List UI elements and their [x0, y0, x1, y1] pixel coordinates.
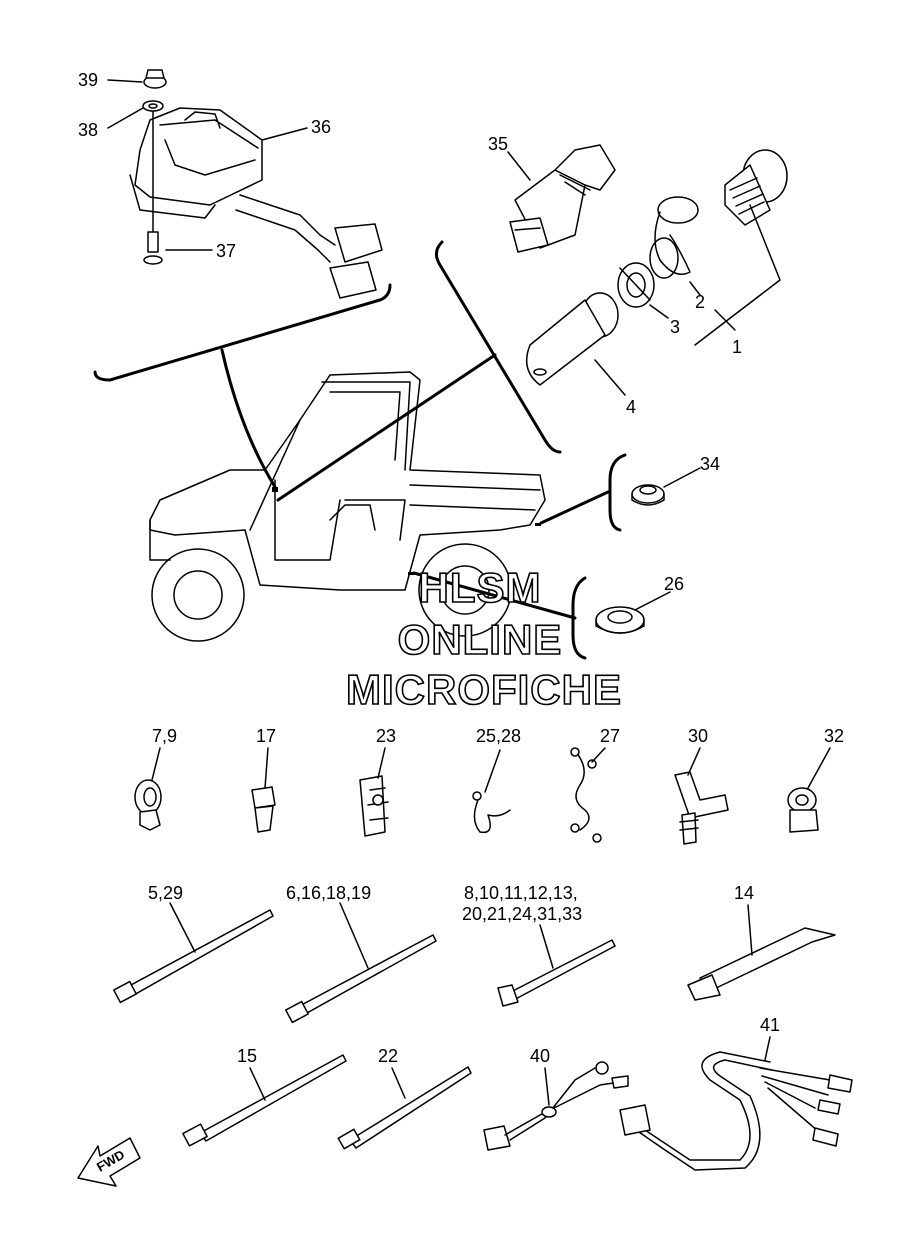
callout-25-28: 25,28	[476, 726, 521, 746]
callout-40: 40	[530, 1046, 550, 1066]
callout-1: 1	[732, 337, 742, 357]
callout-27: 27	[600, 726, 620, 746]
link-26	[412, 571, 577, 620]
part-3-nut	[617, 262, 655, 308]
link-35	[276, 353, 497, 502]
leader-41	[764, 1036, 771, 1061]
leader-40	[544, 1067, 550, 1106]
part-15-tie	[182, 1054, 347, 1147]
bracket-34	[608, 453, 627, 532]
leader-27	[591, 747, 606, 763]
part-8-tie	[497, 939, 616, 1007]
callout-35: 35	[488, 134, 508, 154]
leader-35	[507, 151, 531, 181]
callout-8-line1: 8,10,11,12,13,	[464, 883, 578, 903]
part-26-grommet	[595, 606, 645, 634]
part-32-clip	[787, 787, 819, 833]
bracket-26	[571, 576, 587, 660]
part-23-clip	[359, 775, 389, 837]
part-30-clip	[674, 771, 729, 845]
part-5-29-tie	[113, 909, 274, 1004]
callout-8-line2: 20,21,24,31,33	[462, 904, 582, 924]
watermark-line2: ONLINE	[398, 616, 563, 663]
callout-17: 17	[256, 726, 276, 746]
leader-36	[261, 127, 308, 141]
callout-37: 37	[216, 241, 236, 261]
leader-22	[391, 1067, 406, 1099]
link-36	[220, 348, 277, 489]
part-27-clip	[570, 747, 602, 843]
leader-39	[107, 79, 143, 83]
leader-1b	[714, 309, 736, 331]
leader-25-28	[484, 749, 501, 793]
leader-26	[634, 591, 671, 611]
part-36-switch-assembly	[129, 69, 383, 299]
callout-41: 41	[760, 1015, 780, 1035]
part-1-socket	[724, 149, 788, 226]
leader-8	[539, 924, 554, 969]
callout-32: 32	[824, 726, 844, 746]
callout-14: 14	[734, 883, 754, 903]
watermark-line3: MICROFICHE	[346, 666, 622, 713]
part-25-28-clip	[472, 791, 511, 834]
callout-4: 4	[626, 397, 636, 417]
leader-6	[339, 902, 369, 969]
part-40-harness	[483, 1061, 629, 1151]
leader-2	[689, 281, 701, 296]
leader-17	[264, 747, 269, 789]
callout-23: 23	[376, 726, 396, 746]
part-2-cap	[649, 196, 699, 279]
leader-3	[649, 304, 669, 319]
callout-3: 3	[670, 317, 680, 337]
callout-7-9: 7,9	[152, 726, 177, 746]
part-41-harness	[619, 1051, 853, 1171]
callout-26: 26	[664, 574, 684, 594]
leader-1	[694, 204, 781, 346]
part-4-boot	[525, 292, 619, 386]
part-22-tie	[337, 1066, 472, 1150]
leader-15	[249, 1067, 266, 1101]
callout-30: 30	[688, 726, 708, 746]
leader-32	[807, 747, 831, 789]
inset-bracket-left	[93, 283, 392, 382]
callout-34: 34	[700, 454, 720, 474]
fwd-arrow-icon: FWD	[77, 1137, 141, 1187]
leader-7-9	[151, 747, 161, 781]
callout-22: 22	[378, 1046, 398, 1066]
leader-38	[107, 107, 144, 129]
inset-bracket-right	[435, 240, 562, 454]
leader-23	[377, 747, 386, 779]
callout-2: 2	[695, 292, 705, 312]
leader-4	[594, 359, 626, 396]
leader-5-29	[169, 902, 196, 953]
part-35-sensor	[509, 144, 616, 253]
part-34-grommet	[631, 484, 665, 506]
part-14-tie	[687, 927, 836, 1001]
callout-5-29: 5,29	[148, 883, 183, 903]
callout-36: 36	[311, 117, 331, 137]
callout-38: 38	[78, 120, 98, 140]
part-17-clip	[251, 786, 276, 833]
leader-14	[747, 904, 753, 956]
leader-30	[687, 747, 701, 776]
part-7-9-clip	[134, 779, 162, 831]
link-34	[539, 490, 610, 525]
callout-15: 15	[237, 1046, 257, 1066]
callout-39: 39	[78, 70, 98, 90]
callout-6-16-18-19: 6,16,18,19	[286, 883, 371, 903]
leader-34	[663, 467, 701, 488]
part-6-tie	[285, 934, 437, 1024]
vehicle-outline	[149, 371, 546, 642]
watermark-line1: HLSM	[419, 564, 542, 611]
